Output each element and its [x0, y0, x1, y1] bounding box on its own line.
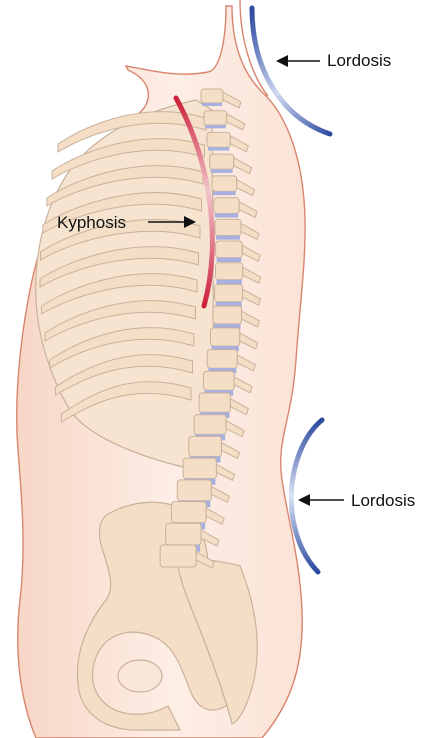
vertebra	[183, 458, 216, 479]
vertebra	[216, 263, 243, 280]
arrow-lordosis-bottom	[298, 494, 344, 506]
intervertebral-disc	[217, 280, 242, 285]
intervertebral-disc	[205, 125, 226, 128]
intervertebral-disc	[211, 169, 233, 173]
vertebra	[215, 284, 243, 301]
vertebra	[160, 545, 196, 567]
vertebra	[172, 502, 207, 523]
vertebra	[194, 415, 226, 435]
intervertebral-disc	[217, 258, 242, 262]
vertebra	[189, 436, 222, 456]
vertebra	[211, 328, 240, 346]
vertebra	[214, 198, 239, 214]
intervertebral-disc	[215, 214, 238, 218]
vertebra	[204, 111, 227, 125]
arrow-lordosis-top	[276, 55, 320, 67]
vertebra	[207, 350, 237, 369]
intervertebral-disc	[216, 236, 240, 240]
vertebra	[201, 89, 223, 103]
vertebra	[215, 219, 241, 235]
label-lordosis-lumbar: Lordosis	[351, 492, 415, 509]
vertebra	[210, 154, 234, 169]
intervertebral-disc	[213, 191, 236, 195]
vertebra	[212, 176, 237, 192]
label-kyphosis: Kyphosis	[57, 214, 126, 231]
obturator-foramen	[118, 660, 162, 692]
vertebra	[213, 306, 242, 324]
vertebra	[199, 393, 230, 412]
vertebra	[207, 132, 230, 147]
vertebra	[204, 371, 235, 390]
vertebra	[166, 523, 201, 545]
intervertebral-disc	[202, 103, 222, 106]
vertebra	[216, 241, 243, 258]
intervertebral-disc	[208, 147, 229, 150]
label-lordosis-cervical: Lordosis	[327, 52, 391, 69]
vertebra	[177, 480, 211, 501]
